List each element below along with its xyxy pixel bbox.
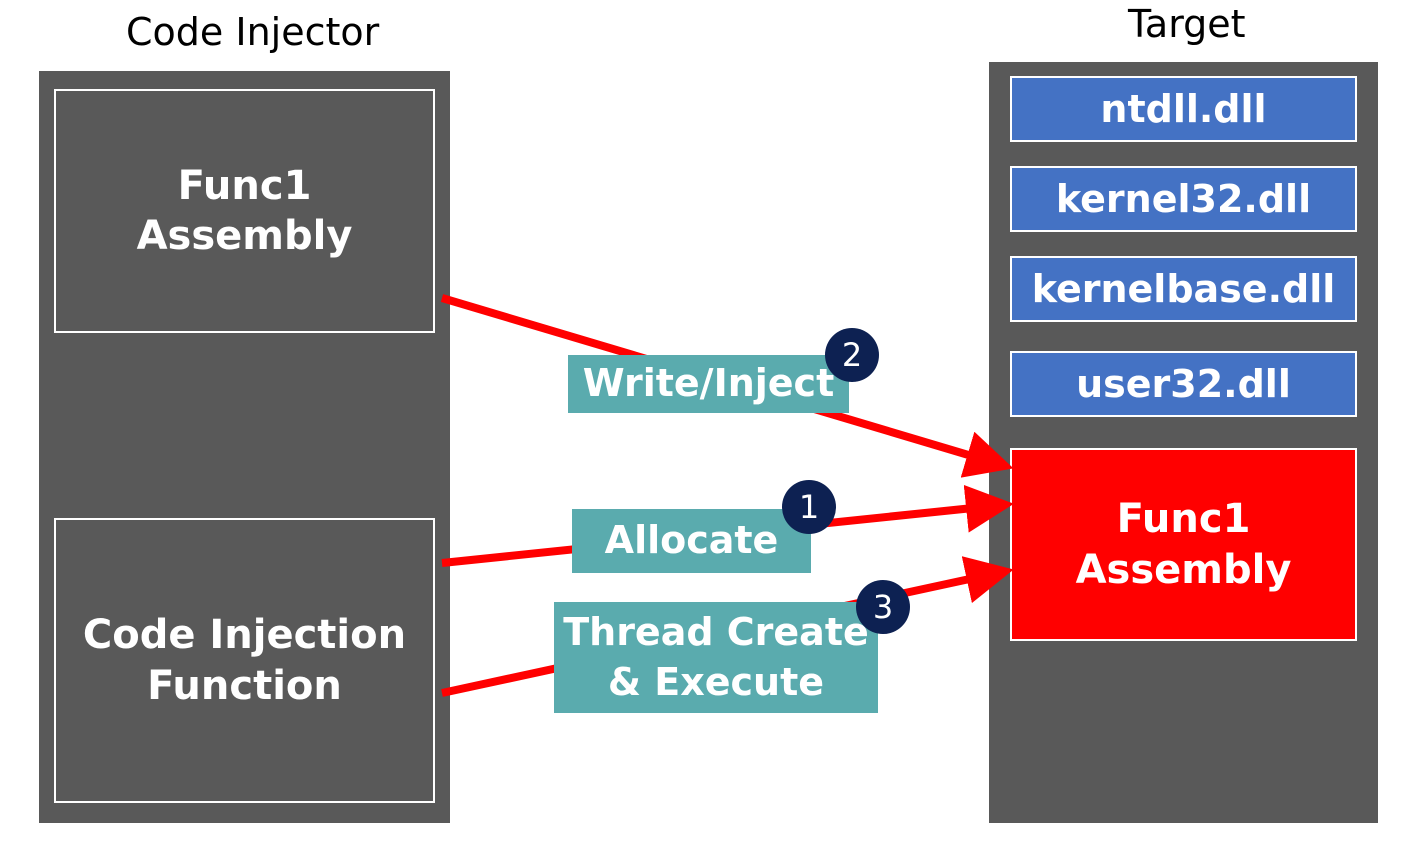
step-3-badge: 3 <box>856 580 910 634</box>
step-1-badge: 1 <box>782 480 836 534</box>
target-title: Target <box>1128 2 1246 46</box>
injector-func1-line1: Func1 <box>177 162 312 209</box>
injector-func1-line2: Assembly <box>136 213 353 259</box>
write-inject-label: Write/Inject <box>568 355 849 413</box>
injection-function-line1: Code Injection <box>82 612 407 659</box>
dll-kernelbase: kernelbase.dll <box>1010 256 1357 322</box>
dll-kernel32: kernel32.dll <box>1010 166 1357 232</box>
injection-function-line2: Function <box>147 662 342 709</box>
allocate-label: Allocate <box>572 509 811 573</box>
target-func1-line2: Assembly <box>1075 546 1292 593</box>
code-injection-function-box: Code Injection Function <box>54 518 435 803</box>
code-injector-panel <box>39 71 450 823</box>
thread-create-line2: & Execute <box>607 659 825 704</box>
target-func1-assembly-box: Func1 Assembly <box>1010 448 1357 641</box>
dll-user32: user32.dll <box>1010 351 1357 417</box>
step-2-badge: 2 <box>825 328 879 382</box>
thread-create-line1: Thread Create <box>563 610 869 655</box>
code-injector-title: Code Injector <box>126 10 380 54</box>
dll-ntdll: ntdll.dll <box>1010 76 1357 142</box>
injector-func1-assembly-box: Func1 Assembly <box>54 89 435 333</box>
thread-create-execute-label: Thread Create & Execute <box>554 602 878 713</box>
target-func1-line1: Func1 <box>1116 496 1251 543</box>
